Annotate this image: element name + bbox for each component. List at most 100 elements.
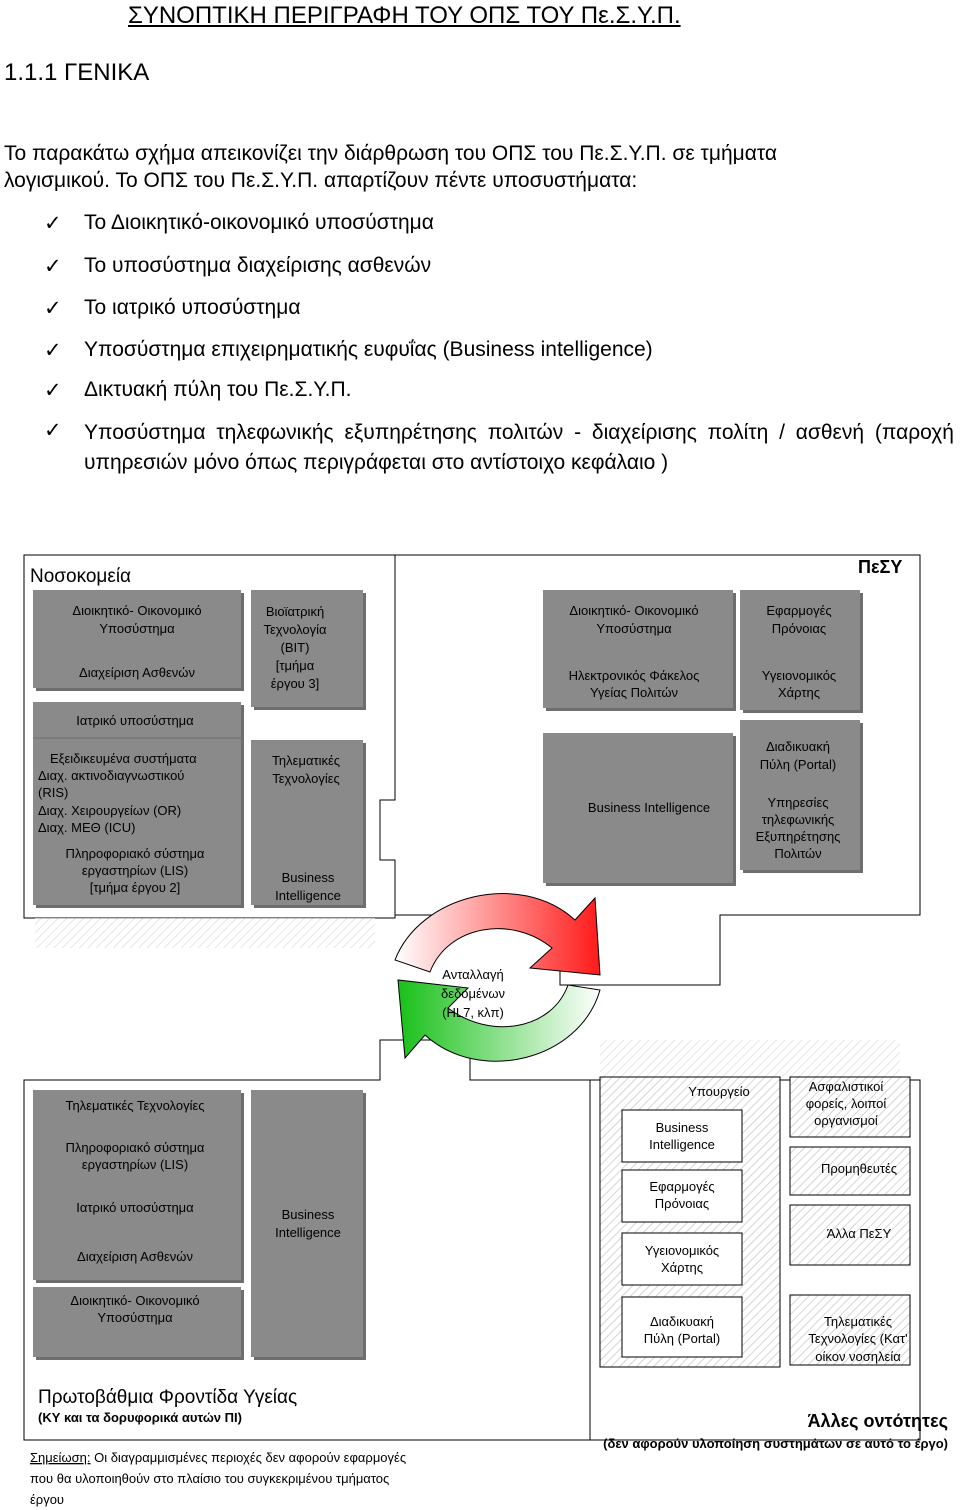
- svg-text:Business: Business: [282, 1207, 335, 1222]
- svg-text:Τεχνολογίες: Τεχνολογίες: [272, 771, 340, 786]
- primary-care-subtitle: (ΚΥ και τα δορυφορικά αυτών ΠΙ): [38, 1410, 242, 1425]
- hospital-bit-box: Βιοϊατρική Τεχνολογία (BIT) [τμήμα έργου…: [251, 590, 366, 710]
- svg-text:Διαχ. Χειρουργείων (OR): Διαχ. Χειρουργείων (OR): [38, 803, 181, 818]
- svg-text:Υγείας Πολιτών: Υγείας Πολιτών: [590, 685, 678, 700]
- note-line-1: Σημείωση: Οι διαγραμμισμένες περιοχές δε…: [30, 1450, 406, 1465]
- svg-text:Πύλη (Portal): Πύλη (Portal): [644, 1331, 720, 1346]
- exchange-label: Ανταλλαγή: [442, 967, 503, 982]
- svg-text:Διαχ. ΜΕΘ (ICU): Διαχ. ΜΕΘ (ICU): [38, 820, 135, 835]
- hospital-medical-label: Ιατρικό υποσύστημα: [76, 713, 194, 728]
- pc-left-box: Τηλεματικές Τεχνολογίες Πληροφοριακό σύσ…: [33, 1090, 244, 1283]
- svg-text:Business: Business: [656, 1120, 709, 1135]
- svg-text:Intelligence: Intelligence: [275, 1225, 341, 1240]
- svg-text:Διαδικυακή: Διαδικυακή: [766, 739, 830, 754]
- checklist-item: Το υποσύστημα διαχείρισης ασθενών: [84, 254, 432, 277]
- pesy-call-center-label: Υπηρεσίες: [767, 795, 828, 810]
- svg-text:τηλεφωνικής: τηλεφωνικής: [762, 812, 835, 827]
- svg-text:φορείς, λοιποί: φορείς, λοιποί: [806, 1096, 887, 1111]
- check-icon: ✓: [44, 419, 62, 442]
- svg-text:οίκον νοσηλεία: οίκον νοσηλεία: [815, 1349, 901, 1364]
- svg-text:Τεχνολογία: Τεχνολογία: [263, 622, 327, 637]
- pesy-bi-box: Business Intelligence: [543, 733, 736, 886]
- insurance-box: Ασφαλιστικοί φορείς, λοιποί οργανισμοί: [789, 1076, 911, 1138]
- hospital-admin-fin-label: Διοικητικό- Οικονομικό: [72, 603, 201, 618]
- svg-text:Τηλεματικές: Τηλεματικές: [272, 753, 340, 768]
- red-arrow-icon: [394, 893, 601, 976]
- hospital-bi-label: Business: [282, 870, 335, 885]
- svg-text:Πύλη (Portal): Πύλη (Portal): [760, 757, 836, 772]
- intro-paragraph: Το παρακάτω σχήμα απεικονίζει την διάρθρ…: [4, 140, 954, 194]
- hospital-admin-fin-box: Διοικητικό- Οικονομικό Υποσύστημα Διαχεί…: [33, 590, 244, 691]
- svg-text:[τμήμα: [τμήμα: [276, 658, 315, 673]
- note-line-3: έργου: [30, 1492, 64, 1507]
- svg-text:έργου 3]: έργου 3]: [271, 676, 319, 691]
- svg-text:Τηλεματικές: Τηλεματικές: [824, 1314, 892, 1329]
- intro-line-1: Το παρακάτω σχήμα απεικονίζει την διάρθρ…: [4, 142, 778, 165]
- svg-text:Χάρτης: Χάρτης: [778, 685, 820, 700]
- svg-text:Άλλα ΠεΣΥ: Άλλα ΠεΣΥ: [827, 1226, 892, 1241]
- checklist-item: Το ιατρικό υποσύστημα: [84, 296, 301, 319]
- other-entities-subtitle: (δεν αφορούν υλοποίηση συστημάτων σε αυτ…: [603, 1436, 948, 1451]
- svg-text:Διαχ. ακτινοδιαγνωστικού: Διαχ. ακτινοδιαγνωστικού: [38, 768, 184, 783]
- hospital-telematics-box: Τηλεματικές Τεχνολογίες Business Intelli…: [251, 740, 366, 908]
- svg-text:Υγειονομικός: Υγειονομικός: [645, 1243, 719, 1258]
- svg-text:Πρόνοιας: Πρόνοιας: [772, 621, 826, 636]
- svg-text:Διοικητικό- Οικονομικό: Διοικητικό- Οικονομικό: [569, 603, 698, 618]
- note-label: Σημείωση:: [30, 1450, 90, 1465]
- pesy-ehr-label: Ηλεκτρονικός Φάκελος: [569, 668, 700, 683]
- check-icon: ✓: [44, 297, 62, 320]
- svg-text:Ασφαλιστικοί: Ασφαλιστικοί: [809, 1079, 884, 1094]
- suppliers-box: Προμηθευτές: [789, 1146, 911, 1196]
- svg-text:Χάρτης: Χάρτης: [661, 1260, 703, 1275]
- svg-text:Υποσύστημα: Υποσύστημα: [99, 621, 175, 636]
- svg-text:δεδομένων: δεδομένων: [441, 986, 505, 1001]
- pesy-portal-box: Διαδικυακή Πύλη (Portal) Υπηρεσίες τηλεφ…: [740, 720, 863, 873]
- svg-text:Υποσύστημα: Υποσύστημα: [97, 1310, 173, 1325]
- pc-lis-label: Πληροφοριακό σύστημα: [66, 1140, 205, 1155]
- checklist-item: Δικτυακή πύλη του Πε.Σ.Υ.Π.: [84, 378, 352, 401]
- svg-text:[τμήμα έργου 2]: [τμήμα έργου 2]: [90, 880, 181, 895]
- svg-text:Βιοϊατρική: Βιοϊατρική: [266, 604, 324, 619]
- pc-bi-box: Business Intelligence: [251, 1090, 366, 1360]
- pc-admin-fin-box: Διοικητικό- Οικονομικό Υποσύστημα: [33, 1287, 244, 1360]
- svg-text:Υποσύστημα: Υποσύστημα: [596, 621, 672, 636]
- hospitals-title: Νοσοκομεία: [30, 566, 131, 587]
- home-care-box: Τηλεματικές Τεχνολογίες (Κατ' οίκον νοση…: [789, 1294, 911, 1366]
- checklist-item: Το Διοικητικό-οικονομικό υποσύστημα: [84, 211, 434, 234]
- svg-text:Εφαρμογές: Εφαρμογές: [766, 603, 831, 618]
- architecture-diagram: Νοσοκομεία Διοικητικό- Οικονομικό Υποσύσ…: [23, 554, 948, 1507]
- svg-text:Πρόνοιας: Πρόνοιας: [655, 1196, 709, 1211]
- pesy-health-map-label: Υγειονομικός: [762, 668, 836, 683]
- svg-text:Intelligence: Intelligence: [275, 888, 341, 903]
- pc-patient-mgmt-label: Διαχείριση Ασθενών: [77, 1249, 193, 1264]
- pesy-title: ΠεΣΥ: [858, 557, 902, 577]
- intro-line-2: λογισμικού. Το ΟΠΣ του Πε.Σ.Υ.Π. απαρτίζ…: [4, 169, 638, 192]
- svg-text:εργαστηρίων (LIS): εργαστηρίων (LIS): [82, 863, 188, 878]
- hospital-lis-label: Πληροφοριακό σύστημα: [66, 846, 205, 861]
- hospital-patient-mgmt-label: Διαχείριση Ασθενών: [79, 665, 195, 680]
- pc-medical-label: Ιατρικό υποσύστημα: [76, 1200, 194, 1215]
- svg-text:Business Intelligence: Business Intelligence: [588, 800, 710, 815]
- svg-text:Διοικητικό- Οικονομικό: Διοικητικό- Οικονομικό: [70, 1293, 199, 1308]
- checklist-item: Υποσύστημα τηλεφωνικής εξυπηρέτησης πολι…: [84, 421, 954, 474]
- svg-text:Διαδικυακή: Διαδικυακή: [650, 1314, 714, 1329]
- pesy-admin-fin-box: Διοικητικό- Οικονομικό Υποσύστημα Ηλεκτρ…: [543, 590, 736, 711]
- svg-text:Εξειδικευμένα συστήματα: Εξειδικευμένα συστήματα: [50, 751, 197, 766]
- note-line-2: που θα υλοποιηθούν στο πλαίσιο του συγκε…: [30, 1471, 389, 1486]
- other-pesy-box: Άλλα ΠεΣΥ: [789, 1204, 911, 1266]
- check-icon: ✓: [44, 212, 62, 235]
- pesy-welfare-box: Εφαρμογές Πρόνοιας Υγειονομικός Χάρτης: [740, 590, 863, 713]
- svg-text:Εφαρμογές: Εφαρμογές: [649, 1179, 714, 1194]
- data-exchange-cycle: Ανταλλαγή δεδομένων (HL7, κλπ): [394, 893, 601, 1062]
- other-entities-title: Άλλες οντότητες: [808, 1411, 948, 1431]
- pc-telematics-label: Τηλεματικές Τεχνολογίες: [65, 1098, 204, 1113]
- primary-care-title: Πρωτοβάθμια Φροντίδα Υγείας: [38, 1387, 297, 1408]
- svg-text:(HL7, κλπ): (HL7, κλπ): [442, 1005, 504, 1020]
- svg-text:εργαστηρίων (LIS): εργαστηρίων (LIS): [82, 1157, 188, 1172]
- check-icon: ✓: [44, 339, 62, 362]
- green-arrow-icon: [397, 979, 601, 1062]
- check-icon: ✓: [44, 379, 62, 402]
- ministry-box: Υπουργείο Business Intelligence Εφαρμογέ…: [599, 1076, 781, 1368]
- svg-text:Intelligence: Intelligence: [649, 1137, 715, 1152]
- main-title: ΣΥΝΟΠΤΙΚΗ ΠΕΡΙΓΡΑΦΗ ΤΟΥ ΟΠΣ ΤΟΥ Πε.Σ.Υ.Π…: [128, 2, 681, 29]
